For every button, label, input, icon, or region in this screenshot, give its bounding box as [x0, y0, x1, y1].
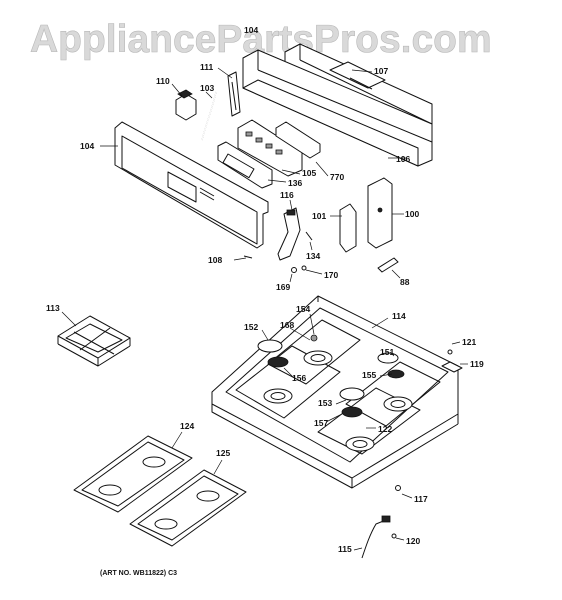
- label-114: 114: [392, 311, 406, 321]
- label-101: 101: [312, 211, 326, 221]
- control-panel[interactable]: [114, 121, 269, 249]
- burner-valve-bracket[interactable]: [277, 207, 301, 261]
- drip-pan-right[interactable]: [129, 469, 247, 547]
- label-119: 119: [470, 359, 484, 369]
- label-103: 103: [200, 83, 214, 93]
- label-111: 111: [200, 62, 214, 72]
- burner-grate[interactable]: [57, 315, 131, 367]
- cooktop-hardware[interactable]: [395, 349, 463, 491]
- control-overlay[interactable]: [217, 141, 273, 189]
- label-770: 770: [330, 172, 344, 182]
- label-155: 155: [362, 370, 376, 380]
- label-104-top: 104: [244, 25, 258, 35]
- label-120: 120: [406, 536, 420, 546]
- label-151: 151: [380, 347, 394, 357]
- label-124: 124: [180, 421, 194, 431]
- label-108: 108: [208, 255, 222, 265]
- part-labels: 104 107 111 110 103 104 106 105 770 136 …: [46, 25, 484, 554]
- label-115: 115: [338, 544, 352, 554]
- label-110: 110: [156, 76, 170, 86]
- label-170: 170: [324, 270, 338, 280]
- backsplash-rear-panel[interactable]: [242, 49, 433, 167]
- hardware-screws[interactable]: [243, 231, 313, 273]
- electronic-control[interactable]: [237, 119, 321, 177]
- label-169: 169: [276, 282, 290, 292]
- label-113: 113: [46, 303, 60, 313]
- label-116: 116: [280, 190, 294, 200]
- label-168: 168: [280, 320, 294, 330]
- label-107: 107: [374, 66, 388, 76]
- backsplash-end-bracket[interactable]: [227, 71, 241, 117]
- leader-lines: [61, 67, 468, 551]
- switch-block[interactable]: [175, 89, 197, 121]
- label-117: 117: [414, 494, 428, 504]
- trim-clip[interactable]: [377, 257, 399, 273]
- label-157: 157: [314, 418, 328, 428]
- side-bracket-assembly[interactable]: [339, 177, 393, 253]
- watermark: AppliancePartsPros.com: [30, 18, 492, 61]
- drip-pan-left[interactable]: [73, 435, 193, 513]
- label-104: 104: [80, 141, 94, 151]
- igniter-wire[interactable]: [361, 515, 397, 559]
- label-122: 122: [378, 424, 392, 434]
- label-105: 105: [302, 168, 316, 178]
- label-152: 152: [244, 322, 258, 332]
- label-106: 106: [396, 154, 410, 164]
- label-88: 88: [400, 277, 410, 287]
- art-number: (ART NO. WB11822) C3: [100, 570, 177, 577]
- label-136: 136: [288, 178, 302, 188]
- wire-harness[interactable]: [201, 91, 217, 141]
- label-156: 156: [292, 373, 306, 383]
- label-100: 100: [405, 209, 419, 219]
- burner-caps[interactable]: [257, 334, 405, 418]
- label-121: 121: [462, 337, 476, 347]
- label-134: 134: [306, 251, 320, 261]
- burner-heads[interactable]: [263, 350, 413, 452]
- label-125: 125: [216, 448, 230, 458]
- label-153: 153: [318, 398, 332, 408]
- label-154: 154: [296, 304, 310, 314]
